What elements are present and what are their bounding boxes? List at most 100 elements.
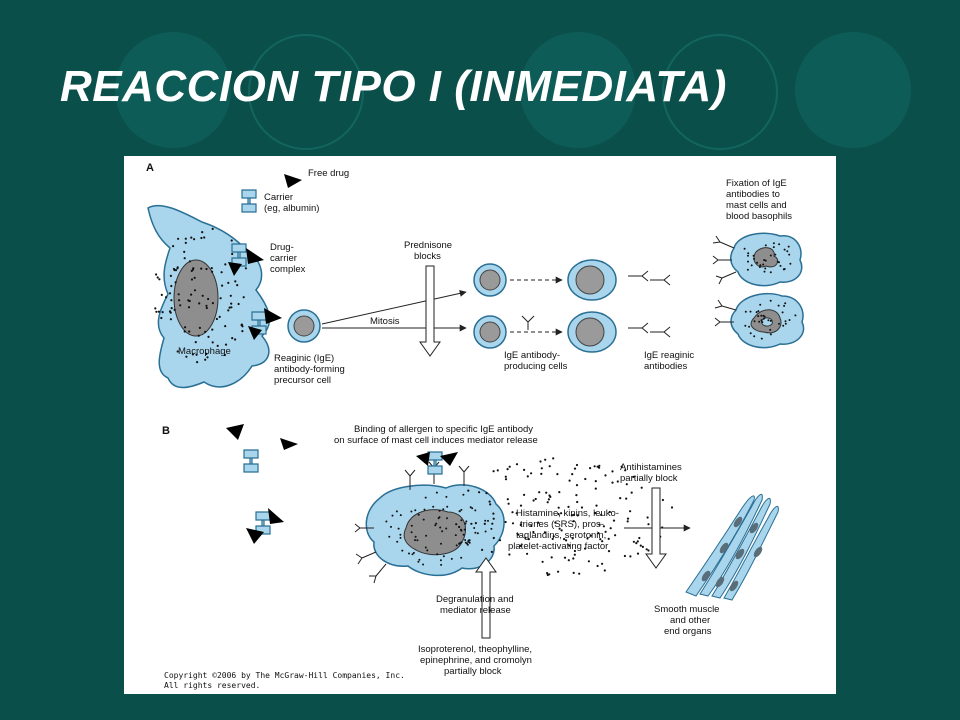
granule-dot xyxy=(192,267,195,270)
granule-dot xyxy=(761,321,764,324)
basophil-granules xyxy=(744,299,797,340)
granule-dot xyxy=(390,525,392,528)
granule-dot xyxy=(523,493,526,496)
granule-dot xyxy=(570,514,573,517)
granule-dot xyxy=(641,545,645,548)
granule-dot xyxy=(492,536,495,540)
granule-dot xyxy=(183,330,186,333)
granule-dot xyxy=(200,267,203,270)
granule-dot xyxy=(504,478,508,481)
binding-label-1: Binding of allergen to specific IgE anti… xyxy=(354,424,533,435)
granule-dot xyxy=(511,511,514,514)
type-i-reaction-figure: A Free drug Carrier (eg, albumin) Macrop… xyxy=(124,156,836,694)
granule-dot xyxy=(760,337,763,340)
granule-dot xyxy=(549,495,552,498)
granule-dot xyxy=(601,540,604,543)
complex-drug-4 xyxy=(248,326,262,340)
granule-dot xyxy=(492,512,495,515)
granule-dot xyxy=(436,553,439,556)
granule-dot xyxy=(412,551,415,554)
complex-label-2: carrier xyxy=(270,253,297,264)
granule-dot xyxy=(609,527,612,530)
granule-dot xyxy=(508,465,511,468)
granule-dot xyxy=(764,244,767,247)
granule-dot xyxy=(190,269,193,272)
granule-dot xyxy=(498,539,502,542)
granule-dot xyxy=(743,247,746,250)
granule-dot xyxy=(573,549,576,553)
granule-dot xyxy=(519,544,522,547)
granule-dot xyxy=(640,486,643,489)
granule-dot xyxy=(626,520,629,523)
granule-dot xyxy=(786,250,789,253)
granule-dot xyxy=(446,517,448,520)
antihistamines-label-2: partially block xyxy=(620,473,678,484)
granule-dot xyxy=(625,483,628,486)
granule-dot xyxy=(764,267,767,270)
granule-dot xyxy=(534,497,537,501)
granule-dot xyxy=(598,464,601,467)
granule-dot xyxy=(438,509,441,512)
granule-dot xyxy=(481,548,484,551)
granule-dot xyxy=(787,245,790,248)
carrier-label-2: (eg, albumin) xyxy=(264,203,319,214)
granule-dot xyxy=(185,355,188,358)
granule-dot xyxy=(616,480,619,483)
granule-dot xyxy=(750,264,753,267)
precursor-label-3: precursor cell xyxy=(274,375,331,386)
granule-dot xyxy=(595,504,598,507)
granule-dot xyxy=(241,325,244,328)
producing-label-2: producing cells xyxy=(504,361,568,372)
granule-dot xyxy=(432,505,435,508)
granule-dot xyxy=(224,263,227,266)
granule-dot xyxy=(573,553,576,556)
granule-dot xyxy=(576,500,579,504)
granule-dot xyxy=(537,521,540,524)
granule-dot xyxy=(418,558,421,561)
granule-dot xyxy=(515,463,519,466)
complex-drug-3 xyxy=(264,308,282,324)
mitosis-label: Mitosis xyxy=(370,316,400,327)
granule-dot xyxy=(410,531,413,534)
granule-dot xyxy=(769,299,772,302)
granule-dot xyxy=(571,537,574,540)
granule-dot xyxy=(408,552,410,555)
granule-dot xyxy=(747,254,749,257)
figure-svg: A Free drug Carrier (eg, albumin) Macrop… xyxy=(146,162,805,690)
granule-dot xyxy=(397,527,400,530)
granule-dot xyxy=(221,284,224,287)
granule-dot xyxy=(597,532,600,535)
granule-dot xyxy=(603,569,606,572)
precursor-label-1: Reaginic (IgE) xyxy=(274,353,334,364)
granule-dot xyxy=(624,469,627,472)
granule-dot xyxy=(572,520,575,523)
granule-dot xyxy=(441,530,444,533)
mediators-label-1: Histamine, kinins, leuko- xyxy=(516,508,619,519)
granule-dot xyxy=(781,311,784,314)
granule-dot xyxy=(551,537,554,540)
granule-dot xyxy=(203,236,206,239)
granule-dot xyxy=(425,534,428,537)
granule-dot xyxy=(240,323,243,326)
granule-dot xyxy=(211,227,214,230)
granule-dot xyxy=(594,480,597,483)
granule-dot xyxy=(647,549,650,552)
granule-dot xyxy=(173,308,176,311)
granule-dot xyxy=(473,527,476,529)
granule-dot xyxy=(563,556,567,559)
granule-dot xyxy=(193,238,196,241)
granule-dot xyxy=(758,266,761,268)
granule-dot xyxy=(458,525,461,529)
granule-dot xyxy=(172,267,176,271)
granule-dot xyxy=(748,325,751,328)
prednisone-block-arrow xyxy=(419,265,441,357)
granule-dot xyxy=(788,319,791,321)
granule-dot xyxy=(200,236,203,240)
granule-dot xyxy=(601,562,604,565)
granule-dot xyxy=(519,523,522,527)
granule-dot xyxy=(439,559,442,562)
granule-dot xyxy=(782,324,785,327)
granule-dot xyxy=(587,560,590,563)
granule-dot xyxy=(465,520,468,523)
granule-dot xyxy=(575,494,578,497)
